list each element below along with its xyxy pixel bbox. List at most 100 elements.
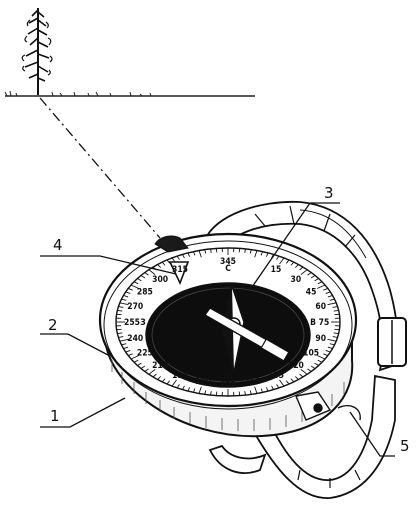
graduation-tick (332, 306, 338, 308)
graduation-tick (176, 384, 180, 389)
graduation-tick (276, 255, 280, 260)
graduation-tick (140, 275, 146, 279)
graduation-tick (265, 252, 269, 257)
graduation-tick (238, 391, 241, 396)
graduation-tick (192, 388, 196, 393)
graduation-tick (166, 380, 171, 385)
graduation-tick (133, 359, 139, 363)
graduation-tick (148, 369, 156, 375)
graduation-tick (295, 376, 299, 380)
dial-numeral: 60 (315, 302, 326, 312)
graduation-tick (204, 390, 207, 395)
graduation-tick (310, 365, 316, 369)
dial-letter: З (140, 318, 145, 328)
dial-numeral: 135 (268, 371, 284, 381)
graduation-tick (254, 386, 258, 394)
graduation-tick (171, 379, 177, 387)
callout-4: 4 (53, 236, 63, 254)
graduation-tick (119, 338, 129, 342)
graduation-tick (192, 251, 196, 256)
dial-numeral: 240 (127, 334, 143, 344)
graduation-tick (314, 362, 319, 366)
graduation-tick (307, 368, 312, 372)
dial-numeral: 255 (124, 318, 140, 328)
dial-numeral: 15 (271, 265, 282, 275)
graduation-tick (210, 248, 212, 253)
graduation-tick (137, 362, 142, 366)
landmark-tree (21, 8, 53, 95)
graduation-tick (198, 386, 202, 394)
graduation-tick (121, 343, 127, 346)
graduation-tick (325, 350, 331, 353)
graduation-tick (161, 378, 166, 383)
graduation-tick (317, 359, 323, 363)
callout-2: 2 (48, 316, 58, 334)
graduation-tick (307, 272, 312, 276)
callout-1: 1 (50, 407, 60, 425)
graduation-tick (128, 287, 133, 291)
graduation-tick (118, 336, 124, 338)
graduation-tick (161, 261, 166, 266)
graduation-tick (117, 332, 123, 335)
dial-numeral: 315 (172, 265, 188, 275)
callout-lines (40, 202, 395, 457)
wrist-strap (203, 200, 407, 499)
graduation-tick (204, 249, 207, 254)
graduation-tick (125, 350, 131, 353)
graduation-tick (123, 295, 129, 298)
graduation-tick (152, 373, 157, 378)
graduation-tick (182, 385, 185, 390)
dial-numeral: 225 (137, 349, 153, 359)
graduation-tick (176, 255, 180, 260)
graduation-tick (279, 379, 285, 387)
horizon-line (4, 90, 255, 97)
graduation-tick (285, 259, 290, 264)
graduation-tick (148, 269, 156, 275)
graduation-ticks (116, 248, 340, 396)
graduation-tick (133, 281, 139, 285)
graduation-tick (187, 387, 191, 392)
dial-numeral: 195 (172, 371, 188, 381)
graduation-tick (300, 369, 308, 375)
graduation-tick (238, 248, 241, 253)
graduation-tick (317, 281, 323, 285)
graduation-tick (157, 376, 161, 380)
graduation-tick (144, 368, 149, 372)
graduation-tick (329, 298, 335, 301)
graduation-tick (333, 309, 339, 312)
graduation-tick (317, 284, 326, 289)
dial-numeral: 120 (288, 361, 304, 371)
graduation-tick (244, 248, 246, 253)
graduation-tick (295, 264, 299, 268)
dial-numeral: 105 (303, 349, 319, 359)
graduation-tick (299, 373, 304, 378)
graduation-tick (244, 391, 246, 396)
compass-body (98, 232, 361, 438)
graduation-tick (327, 295, 333, 298)
dial-numeral: 210 (152, 361, 168, 371)
graduation-tick (121, 298, 127, 301)
graduation-tick (290, 378, 295, 383)
dial-numeral: 180 (195, 377, 211, 387)
sight-line (39, 97, 161, 239)
dial-letter: Ю (224, 372, 233, 382)
graduation-tick (210, 391, 212, 396)
dial-numeral: 150 (245, 377, 261, 387)
graduation-tick (215, 248, 218, 253)
graduation-tick (290, 261, 295, 266)
graduation-tick (265, 387, 269, 392)
dial-numeral: 165 (220, 379, 236, 389)
graduation-tick (325, 291, 331, 294)
graduation-tick (166, 259, 171, 264)
graduation-tick (327, 338, 337, 342)
graduation-tick (285, 380, 290, 385)
graduation-tick (260, 251, 264, 256)
graduation-tick (254, 250, 258, 258)
graduation-tick (118, 306, 124, 308)
dial-numeral: 45 (306, 288, 317, 298)
graduation-tick (125, 291, 131, 294)
graduation-tick (117, 309, 123, 312)
graduation-tick (215, 391, 218, 396)
graduation-tick (333, 332, 339, 335)
